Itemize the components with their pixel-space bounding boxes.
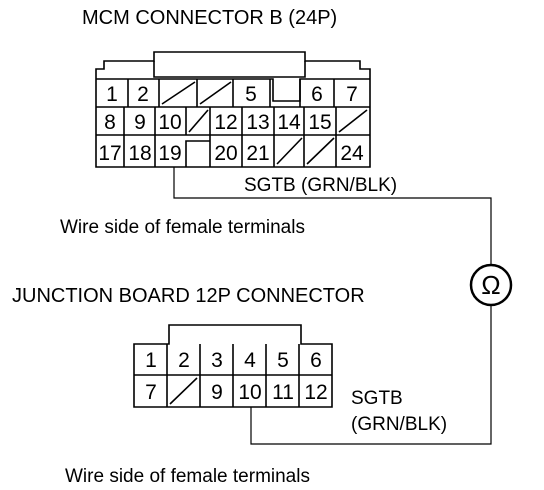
mcm-connector-housing [95, 51, 371, 168]
junction-pin-numbers: 1 2 3 4 5 6 7 9 10 11 12 [145, 349, 328, 404]
sgtb-wire-junction [250, 305, 492, 445]
ohmmeter: Ω [469, 263, 513, 307]
mcm-pin: 17 [98, 142, 121, 165]
junction-pin: 3 [211, 349, 223, 372]
mcm-pin: 20 [214, 142, 237, 165]
mcm-pin: 1 [106, 83, 118, 106]
mcm-caption: Wire side of female terminals [60, 217, 305, 238]
mcm-pin: 9 [134, 111, 146, 134]
mcm-pin: 12 [214, 111, 237, 134]
mcm-pin: 6 [311, 83, 323, 106]
junction-caption: Wire side of female terminals [65, 466, 310, 487]
junction-pin: 5 [277, 349, 289, 372]
junction-pin: 11 [272, 381, 294, 404]
junction-wire-label-line1: SGTB [351, 388, 403, 409]
mcm-pin: 8 [104, 111, 116, 134]
mcm-pin-19: 19 [158, 142, 181, 165]
ohm-symbol-icon: Ω [481, 270, 500, 300]
junction-pin: 9 [211, 381, 223, 404]
mcm-pin: 18 [128, 142, 151, 165]
junction-wire-label-line2: (GRN/BLK) [351, 414, 447, 435]
junction-pin: 2 [178, 349, 190, 372]
mcm-connector [95, 51, 371, 168]
junction-pin: 6 [310, 349, 322, 372]
mcm-pin: 14 [277, 111, 301, 134]
mcm-wire-label: SGTB (GRN/BLK) [244, 175, 397, 196]
junction-pin: 4 [244, 349, 256, 372]
mcm-pin: 21 [246, 142, 269, 165]
junction-connector [133, 324, 333, 408]
mcm-pin: 5 [245, 83, 257, 106]
junction-pin: 7 [145, 381, 157, 404]
mcm-pin: 10 [158, 111, 181, 134]
mcm-pin: 15 [308, 111, 331, 134]
junction-pin: 12 [304, 381, 327, 404]
junction-connector-title: JUNCTION BOARD 12P CONNECTOR [12, 285, 365, 307]
mcm-latch [153, 61, 306, 78]
mcm-pin: 2 [137, 83, 149, 106]
mcm-pin: 13 [246, 111, 269, 134]
mcm-connector-title: MCM CONNECTOR B (24P) [82, 7, 337, 29]
junction-pin: 1 [145, 349, 157, 372]
junction-pin-10: 10 [238, 381, 261, 404]
sgtb-wire-mcm [173, 167, 492, 265]
mcm-pin-numbers: 1 2 5 6 7 8 9 10 12 13 14 15 17 18 19 20… [98, 83, 364, 165]
mcm-pin: 7 [346, 83, 358, 106]
mcm-pin: 24 [340, 142, 364, 165]
